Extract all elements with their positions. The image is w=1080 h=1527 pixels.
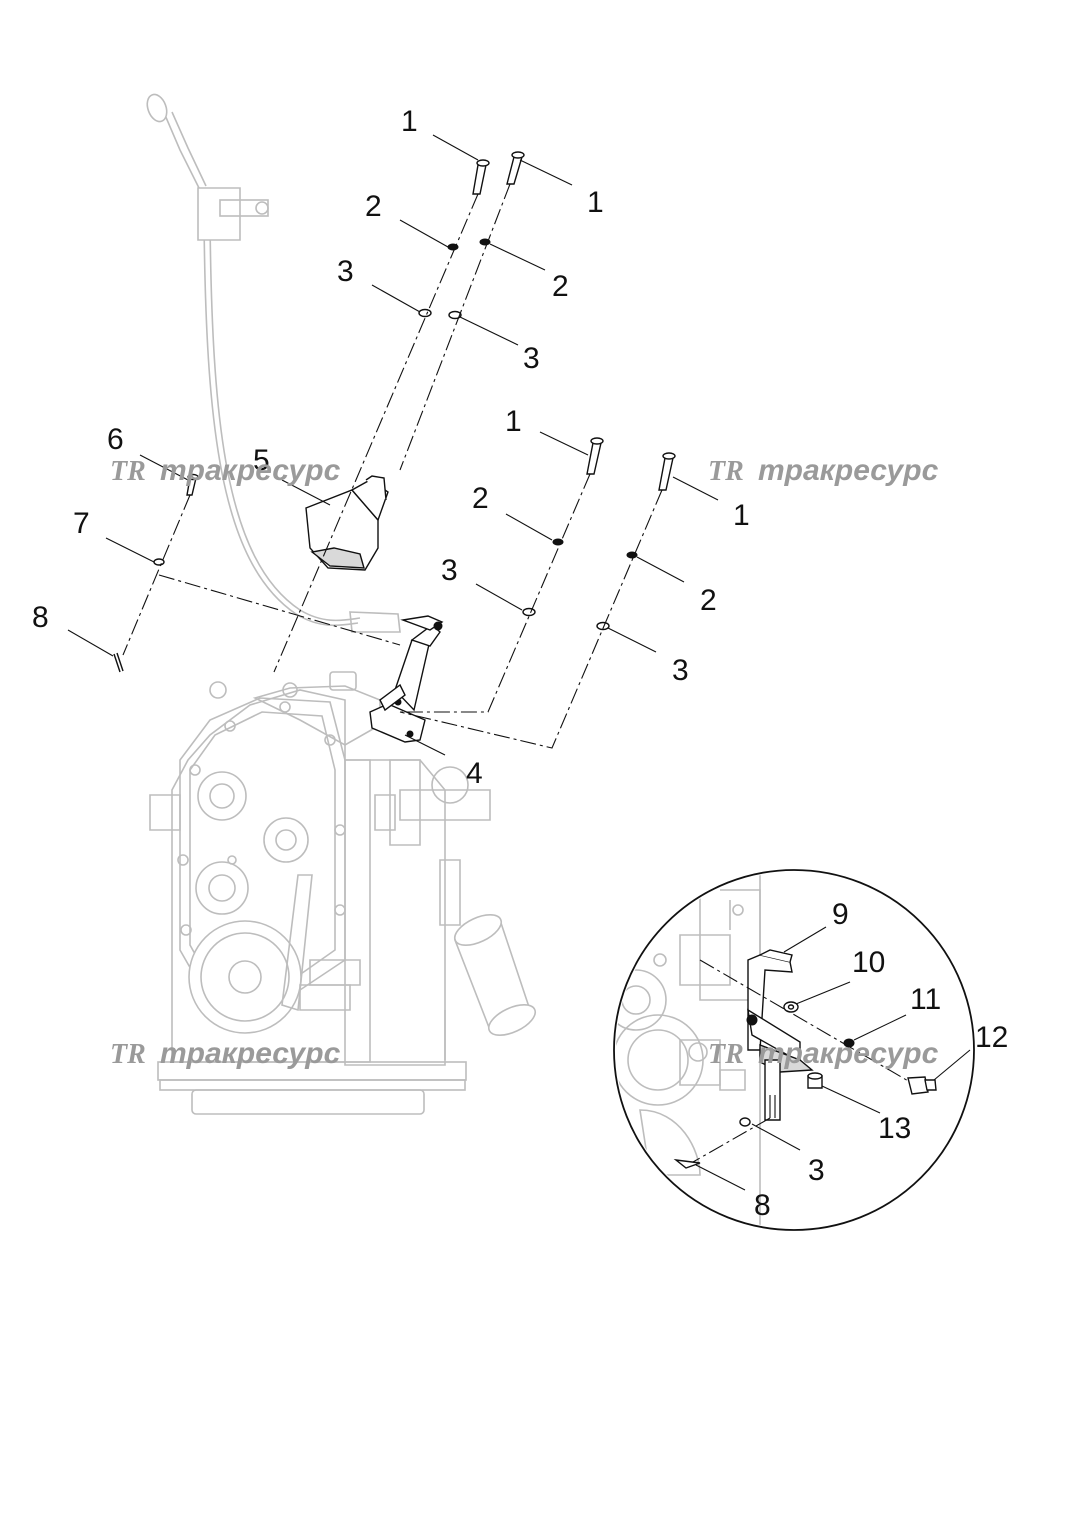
callout-bolt-1: 1 bbox=[505, 405, 522, 438]
callout-spring-washer-2: 2 bbox=[552, 270, 569, 303]
watermark-logo: TR bbox=[110, 456, 146, 487]
callout-washer-10: 10 bbox=[852, 946, 885, 979]
callout-bolt-12: 12 bbox=[975, 1021, 1008, 1054]
leader-lines bbox=[67, 134, 719, 756]
callout-spring-washer-2: 2 bbox=[472, 482, 489, 515]
callout-labels: 1 1 2 2 3 3 1 1 2 2 3 3 4 5 6 7 8 9 10 1… bbox=[32, 105, 1008, 1222]
assembly-axes bbox=[122, 183, 663, 749]
watermark-bottom-right: TR тракресурс bbox=[708, 1037, 939, 1070]
callout-washer-3: 3 bbox=[337, 255, 354, 288]
detail-inset bbox=[613, 869, 975, 1231]
callout-washer-3: 3 bbox=[808, 1154, 825, 1187]
watermark-top-right: TR тракресурс bbox=[708, 454, 939, 487]
gearbox-housing-ghost bbox=[149, 671, 537, 1115]
callout-cotter-pin-8: 8 bbox=[754, 1189, 771, 1222]
watermark-text: тракресурс bbox=[758, 1037, 939, 1070]
callout-bracket-9: 9 bbox=[832, 898, 849, 931]
watermark-bottom-left: TR тракресурс bbox=[110, 1037, 341, 1070]
callout-washer-7: 7 bbox=[73, 507, 90, 540]
callout-cotter-pin-8: 8 bbox=[32, 601, 49, 634]
callout-clamp-5: 5 bbox=[253, 444, 270, 477]
callout-bolt-1: 1 bbox=[401, 105, 418, 138]
watermark-logo: TR bbox=[110, 1039, 146, 1070]
watermark-top-left: TR тракресурс bbox=[110, 454, 341, 487]
callout-bolt-13: 13 bbox=[878, 1112, 911, 1145]
clamp-cover-part-5 bbox=[305, 475, 389, 571]
watermark-text: тракресурс bbox=[160, 1037, 341, 1070]
callout-spring-washer-11: 11 bbox=[910, 983, 941, 1016]
bolt-mid-right bbox=[658, 452, 676, 491]
callout-bolt-1: 1 bbox=[587, 186, 604, 219]
callout-bracket-4: 4 bbox=[466, 757, 483, 790]
bolt-small-part-6 bbox=[186, 473, 199, 496]
cotter-pin-part-8 bbox=[113, 652, 124, 673]
watermark-logo: TR bbox=[708, 456, 744, 487]
watermark-text: тракресурс bbox=[160, 454, 341, 487]
control-cable bbox=[146, 93, 401, 633]
callout-washer-3: 3 bbox=[441, 554, 458, 587]
bolt-mid-left bbox=[586, 437, 604, 475]
callout-bolt-1: 1 bbox=[733, 499, 750, 532]
bolt-upper-right bbox=[506, 151, 525, 185]
callout-spring-washer-2: 2 bbox=[700, 584, 717, 617]
watermark-logo: TR bbox=[708, 1039, 744, 1070]
spring-washers bbox=[447, 238, 638, 559]
bracket-part-4 bbox=[369, 615, 444, 743]
callout-washer-3: 3 bbox=[672, 654, 689, 687]
bolt-upper-left bbox=[472, 159, 490, 195]
callout-washer-3: 3 bbox=[523, 342, 540, 375]
watermark-text: тракресурс bbox=[758, 454, 939, 487]
callout-spring-washer-2: 2 bbox=[365, 190, 382, 223]
callout-bolt-6: 6 bbox=[107, 423, 124, 456]
